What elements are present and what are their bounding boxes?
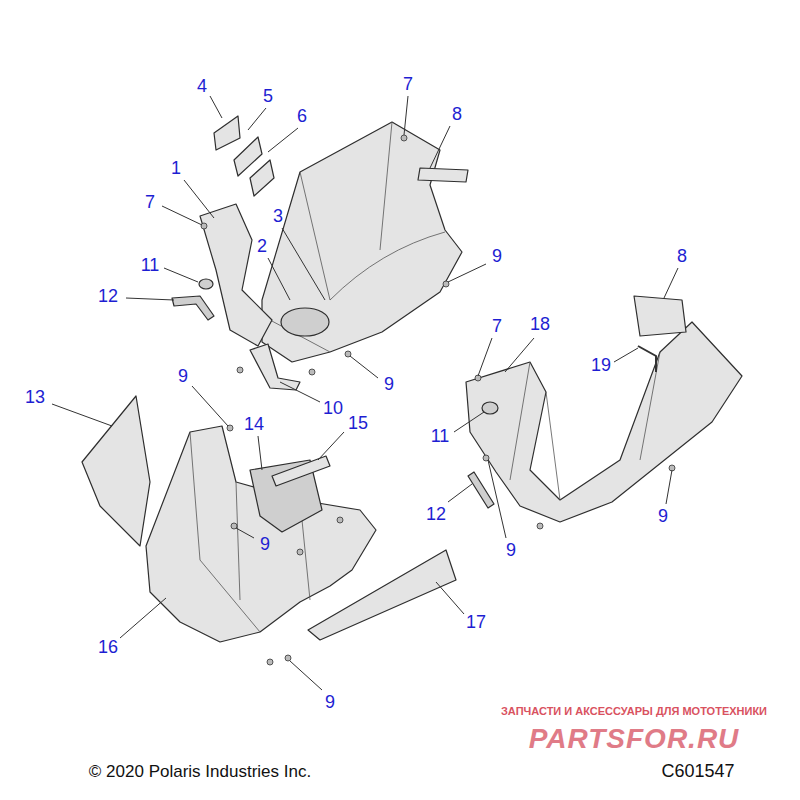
rod-part bbox=[638, 346, 656, 372]
callout-number: 5 bbox=[263, 87, 273, 105]
callout-number: 4 bbox=[197, 77, 207, 95]
plug-part bbox=[482, 402, 498, 414]
pad-part bbox=[234, 137, 262, 176]
callout-number: 1 bbox=[171, 159, 181, 177]
callout-number: 9 bbox=[384, 375, 394, 393]
callout-number: 8 bbox=[452, 105, 462, 123]
callout-number: 12 bbox=[98, 287, 118, 305]
callout-number: 2 bbox=[257, 237, 267, 255]
callout-number: 9 bbox=[178, 367, 188, 385]
handle-part bbox=[172, 296, 214, 320]
callout-number: 19 bbox=[591, 356, 611, 374]
callout-number: 7 bbox=[403, 75, 413, 93]
copyright-note: © 2020 Polaris Industries Inc. bbox=[89, 763, 311, 780]
callout-number: 9 bbox=[325, 693, 335, 711]
callout-number: 8 bbox=[677, 247, 687, 265]
panel-detail bbox=[270, 122, 445, 352]
panel-hole bbox=[281, 308, 329, 336]
handle-part bbox=[468, 472, 494, 508]
footwell-panel bbox=[262, 122, 462, 362]
callout-number: 3 bbox=[273, 207, 283, 225]
callout-number: 12 bbox=[426, 505, 446, 523]
bracket-part bbox=[200, 204, 272, 346]
panel-detail bbox=[510, 352, 660, 500]
callout-number: 11 bbox=[141, 256, 160, 274]
callout-number: 15 bbox=[348, 414, 368, 432]
callout-number: 10 bbox=[323, 399, 343, 417]
figure-code: C601547 bbox=[661, 762, 734, 780]
plug-part bbox=[199, 279, 213, 289]
callout-number: 13 bbox=[25, 388, 45, 406]
pad-part bbox=[634, 296, 686, 336]
side-panel bbox=[308, 550, 456, 640]
callout-number: 14 bbox=[244, 415, 264, 433]
callout-number: 6 bbox=[297, 107, 307, 125]
callout-number: 9 bbox=[260, 535, 270, 553]
leader-lines bbox=[52, 96, 678, 690]
callout-number: 9 bbox=[658, 507, 668, 525]
callout-number: 7 bbox=[492, 317, 502, 335]
callout-number: 9 bbox=[492, 247, 502, 265]
bracket-part bbox=[250, 344, 300, 390]
panel-detail bbox=[190, 432, 310, 632]
pad-part bbox=[214, 116, 240, 150]
callout-number: 16 bbox=[98, 638, 118, 656]
strip-part bbox=[418, 168, 468, 182]
fasteners bbox=[201, 135, 675, 665]
callout-number: 7 bbox=[145, 193, 155, 211]
callout-number: 17 bbox=[466, 613, 486, 631]
callout-number: 9 bbox=[506, 541, 516, 559]
side-panel bbox=[146, 426, 376, 642]
watermark-text: ЗАПЧАСТИ И АКСЕССУАРЫ ДЛЯ МОТОТЕХНИКИ bbox=[501, 706, 767, 717]
callout-number: 11 bbox=[431, 427, 450, 445]
pad-part bbox=[250, 160, 274, 196]
callout-number: 18 bbox=[530, 315, 550, 333]
side-panel bbox=[466, 322, 742, 522]
label-part bbox=[272, 456, 330, 486]
watermark-logo: PARTSFOR.RU bbox=[529, 725, 740, 753]
